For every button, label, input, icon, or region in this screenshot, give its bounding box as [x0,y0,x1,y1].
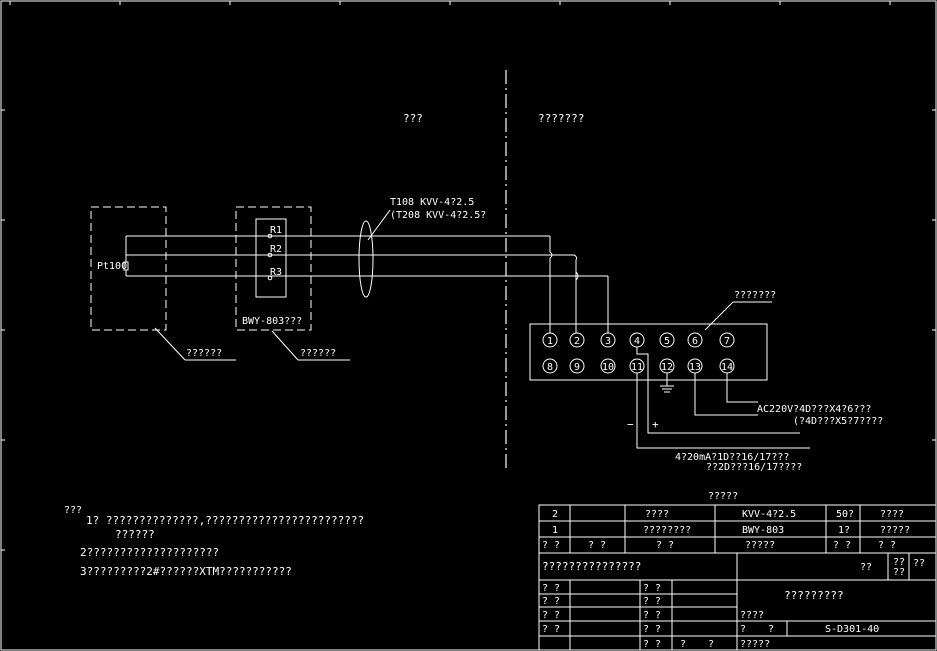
terminal-8-number: 8 [547,362,553,373]
terminal-7-number: 7 [724,336,730,347]
tb-left-label-4: ? ? [542,624,560,635]
region-left-label: ??? [403,112,423,125]
tb-mid-label-4: ? ? [643,624,661,635]
region-right-label: ??????? [538,112,584,125]
terminal-r1-label: R1 [270,225,282,236]
transmitter-terminal-strip [255,218,287,298]
note-item-1-cont: ?????? [115,528,155,541]
power-note-2: (?4D???X5?7???? [793,416,883,427]
note-item-1: 1? ??????????????,??????????????????????… [86,514,364,527]
svg-text:1?: 1? [838,525,850,536]
signal-note-2: ??2D???16/17???? [706,462,802,473]
svg-text:? ?: ? ? [878,540,896,551]
polarity-plus: + [652,418,659,431]
svg-text:????: ???? [880,509,904,520]
bom-row-2: 1 ???????? BWY-803 1? ????? [552,525,910,536]
cable-shield [358,220,374,298]
power-wire-2 [726,373,758,403]
tb-mid-label-5: ? ? [643,639,661,650]
terminal-r2-label: R2 [270,244,282,255]
terminal-1-number: 1 [547,336,553,347]
sensor-callout: ?????? [186,348,222,359]
title-block [538,552,937,651]
note-item-2: 2???????????????????? [80,546,219,559]
tb-row2-a: ? [740,624,746,635]
title-cell-a: ?? [860,562,872,573]
drawing-title: ??????????????? [542,560,641,573]
title-cell-b2: ?? [893,567,905,578]
svg-text:?????: ????? [745,540,775,551]
tb-drawing-number: S-D301-40 [825,624,879,635]
cable-label-1: T108 KVV-4?2.5 [390,197,474,208]
signal-wire-plus [636,347,800,434]
three-wire-cable [126,235,609,333]
terminal-13-number: 13 [689,362,701,373]
tb-bottom-b: ? [708,639,714,650]
transmitter-box [235,206,312,331]
sensor-box [90,206,167,331]
terminal-10-number: 10 [602,362,614,373]
svg-text:? ?: ? ? [656,540,674,551]
svg-text:1: 1 [552,525,558,536]
bom-row-1: 2 ???? KVV-4?2.5 50? ???? [552,509,904,520]
tb-left-label-1: ? ? [542,583,560,594]
tb-left-label-3: ? ? [542,610,560,621]
terminal-14-number: 14 [721,362,733,373]
svg-text:50?: 50? [836,509,854,520]
terminal-12-number: 12 [661,362,673,373]
svg-text:????: ???? [645,509,669,520]
sensor-label: Pt100 [97,261,127,272]
svg-text:KVV-4?2.5: KVV-4?2.5 [742,509,796,520]
bom-title: ????? [708,491,738,502]
notes-heading: ??? [64,505,82,516]
frame-ticks [1,1,936,551]
terminal-5-number: 5 [664,336,670,347]
tb-bottom-a: ? [680,639,686,650]
ground-icon [660,373,674,393]
terminal-11-number: 11 [631,362,643,373]
transmitter-callout-leader [271,330,299,361]
terminal-bottom-row: 8 9 10 11 12 13 14 [542,358,735,374]
terminal-r3-label: R3 [270,267,282,278]
terminal-top-row: 1 2 3 4 5 6 7 [542,332,735,348]
terminal-block-callout: ??????? [734,290,776,301]
terminal-3-number: 3 [605,336,611,347]
title-cell-b1: ?? [893,557,905,568]
svg-text:? ?: ? ? [542,540,560,551]
signal-note-1: 4?20mA?1D??16/17??? [675,452,789,463]
svg-text:? ?: ? ? [588,540,606,551]
transmitter-model: BWY-803??? [242,316,302,327]
tb-scale-label: ???? [740,610,764,621]
transmitter-callout: ?????? [300,348,336,359]
tb-bottom-c: ????? [740,639,770,650]
svg-text:? ?: ? ? [833,540,851,551]
tb-mid-label-2: ? ? [643,596,661,607]
terminal-6-number: 6 [692,336,698,347]
terminal-2-number: 2 [574,336,580,347]
polarity-minus: − [627,418,634,431]
power-note-1: AC220V?4D???X4?6??? [757,404,871,415]
terminal-9-number: 9 [574,362,580,373]
tb-mid-label-1: ? ? [643,583,661,594]
tb-left-label-2: ? ? [542,596,560,607]
tb-mid-label-3: ? ? [643,610,661,621]
svg-text:?????: ????? [880,525,910,536]
svg-text:2: 2 [552,509,558,520]
tb-drawing-name: ????????? [784,589,844,602]
svg-text:BWY-803: BWY-803 [742,525,784,536]
terminal-4-number: 4 [634,336,640,347]
title-cell-c: ?? [913,558,925,569]
bom-header-row: ? ? ? ? ? ? ????? ? ? ? ? [542,540,896,551]
note-item-3: 3?????????2#??????XTM??????????? [80,565,292,578]
power-wire [694,373,758,416]
signal-wire-minus [636,373,810,449]
tb-row2-b: ? [768,624,774,635]
cable-label-2: (T208 KVV-4?2.5? [390,210,486,221]
sensor-callout-leader [154,327,186,361]
svg-text:????????: ???????? [643,525,691,536]
